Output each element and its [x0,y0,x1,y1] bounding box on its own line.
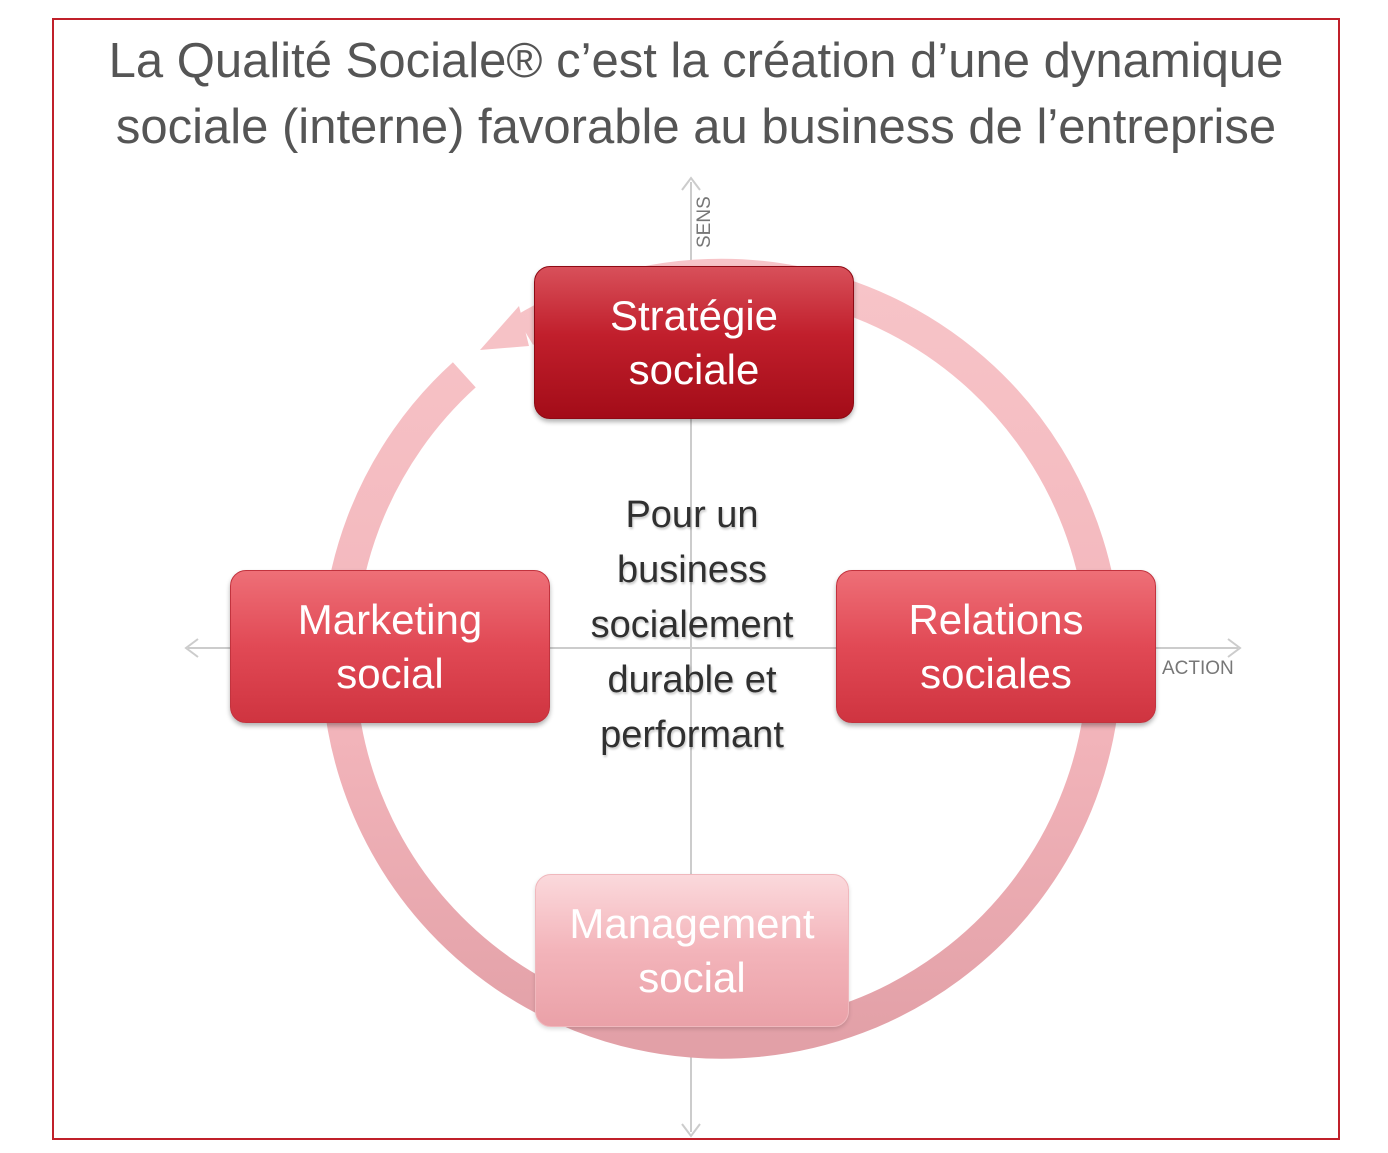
page-title: La Qualité Sociale® c’est la création d’… [52,28,1340,160]
node-left-line-2: social [336,649,444,697]
node-relations-sociales: Relations sociales [836,570,1156,723]
diagram-frame [52,18,1340,1140]
horizontal-axis-arrow-left [184,638,199,658]
vertical-axis-arrow-top [681,176,701,191]
node-top-line-1: Stratégie [609,291,779,339]
center-line-3: socialement [590,604,794,646]
ring-arrowhead [480,306,529,350]
title-line-2: sociale (interne) favorable au business … [115,100,1277,154]
title-line-1: La Qualité Sociale® c’est la création d’… [108,34,1284,88]
node-right-line-1: Relations [908,595,1084,643]
axis-label-sens: SENS [694,196,715,248]
center-line-4: durable et [607,659,777,701]
node-bottom-line-2: social [638,953,746,1001]
node-left-line-1: Marketing [297,595,483,643]
center-line-2: business [617,549,767,591]
center-line-5: performant [600,714,784,756]
node-marketing-social: Marketing social [230,570,550,723]
axis-label-action: ACTION [1162,658,1234,679]
node-bottom-line-1: Management [569,899,815,947]
node-strategie-sociale: Stratégie sociale [534,266,854,419]
horizontal-axis-arrow-right [1227,638,1242,658]
node-top-line-2: sociale [628,345,760,393]
center-line-1: Pour un [625,494,759,536]
center-statement: Pour un business socialement durable et … [560,488,824,763]
node-right-line-2: sociales [920,649,1072,697]
vertical-axis-arrow-bottom [681,1123,701,1138]
node-management-social: Management social [535,874,849,1027]
